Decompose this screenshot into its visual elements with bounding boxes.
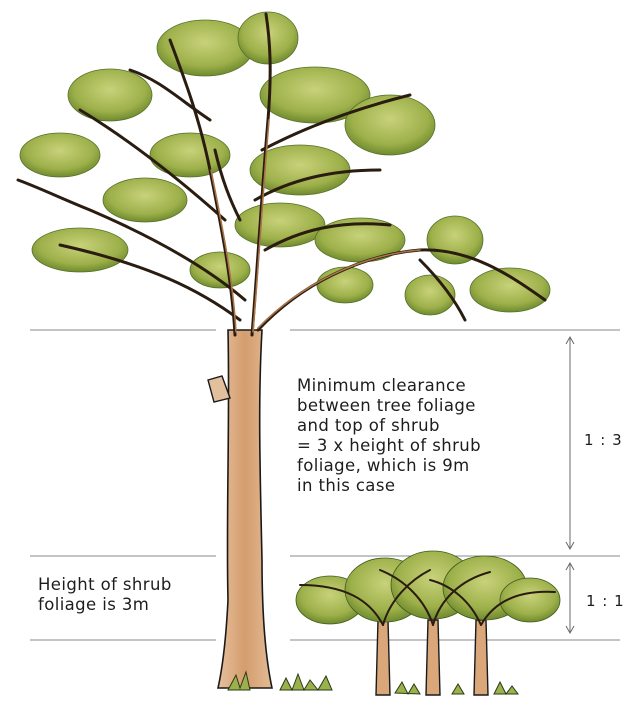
branch-stub xyxy=(208,376,230,402)
shrub-trunks xyxy=(376,620,488,695)
shrub-height-annotation: Height of shrub foliage is 3m xyxy=(38,575,172,615)
clearance-ratio-label: 1 : 3 xyxy=(584,431,623,449)
dimension-arrows xyxy=(566,337,574,633)
shrub-ratio-label: 1 : 1 xyxy=(586,592,625,610)
shrub-group xyxy=(296,551,560,695)
tree-trunk xyxy=(218,330,272,688)
tree-foliage xyxy=(20,12,550,315)
clearance-annotation: Minimum clearance between tree foliage a… xyxy=(297,376,481,496)
